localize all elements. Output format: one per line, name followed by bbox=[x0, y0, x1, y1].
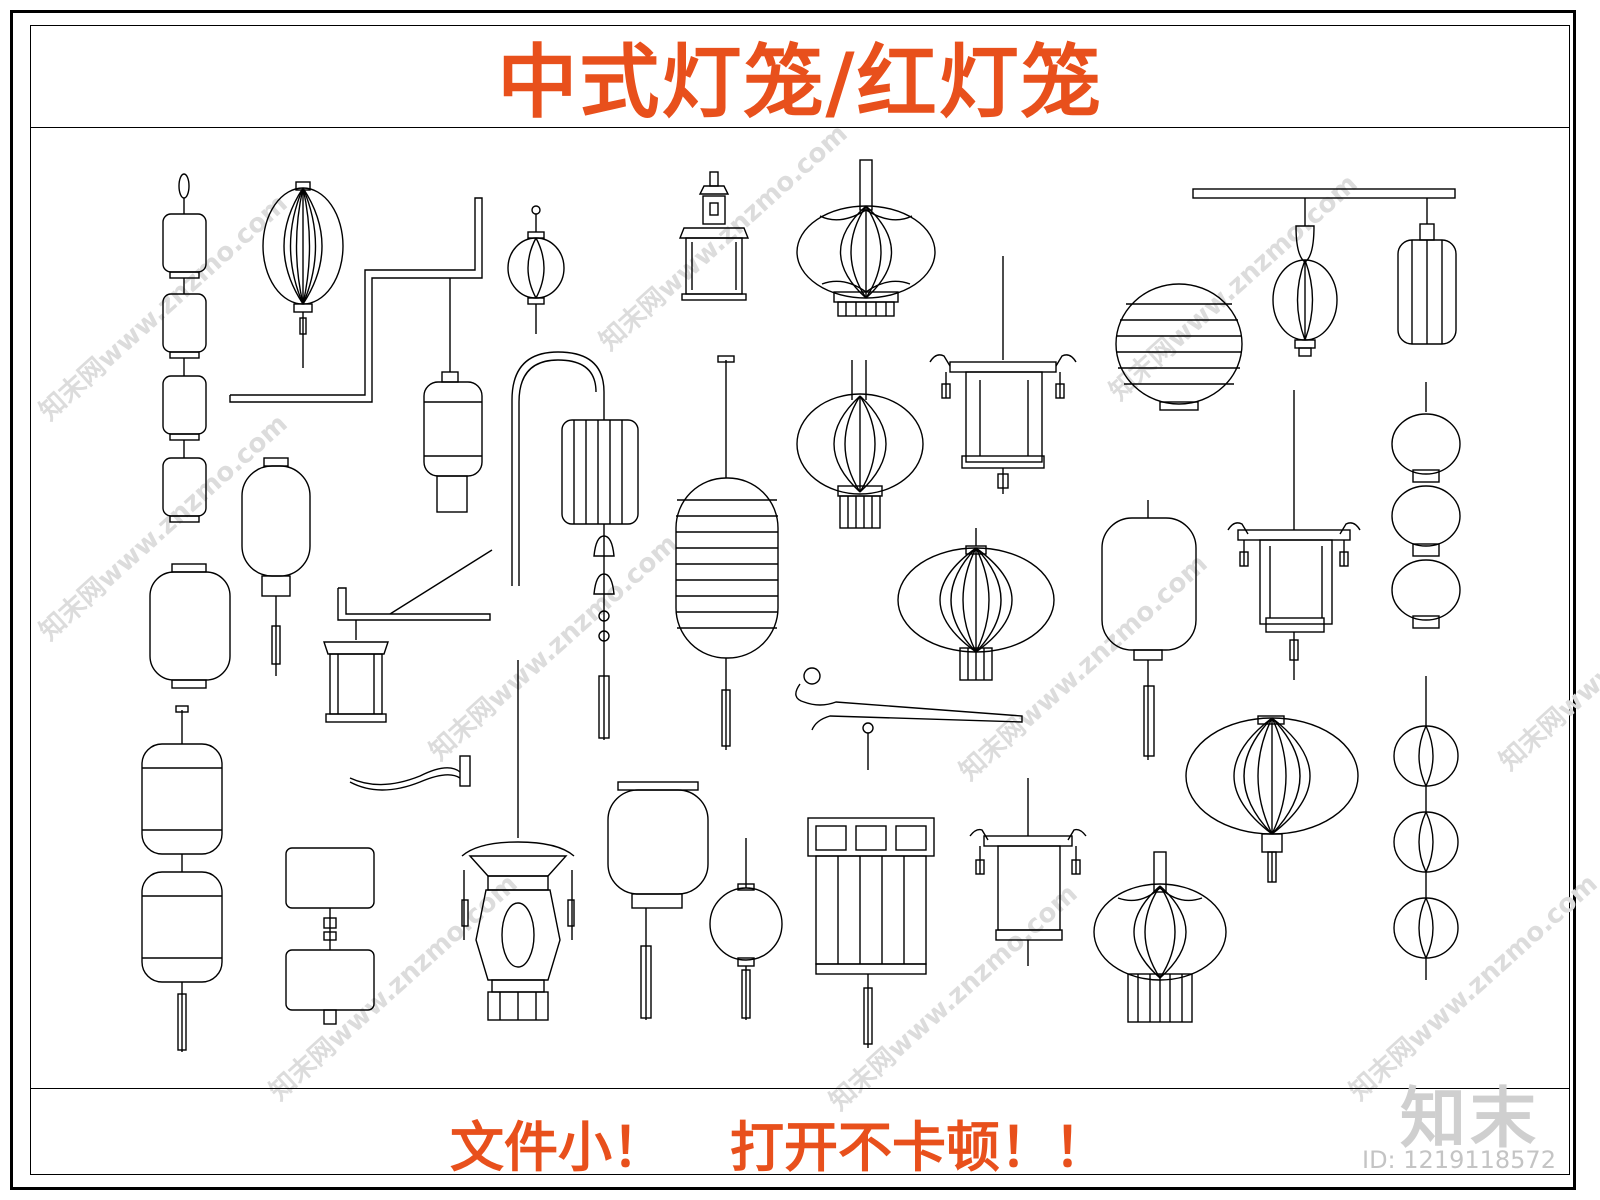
lantern-string-four bbox=[162, 173, 207, 523]
lantern-scroll-wall-bracket bbox=[795, 667, 1023, 770]
outer-border bbox=[10, 10, 1576, 1190]
lantern-wall-arm-box bbox=[323, 549, 493, 723]
lantern-tall-oval-tassel bbox=[241, 457, 311, 676]
lantern-ribbed-oval bbox=[262, 181, 344, 368]
footer-band: 文件小！ 打开不卡顿！！ bbox=[30, 1088, 1570, 1179]
lantern-rounded-tassel bbox=[607, 781, 709, 1020]
lantern-wall-bracket-z bbox=[229, 197, 483, 513]
lantern-screen-palace bbox=[807, 817, 935, 1048]
lantern-tall-cylinder-tassel bbox=[1101, 500, 1197, 760]
lantern-string-three-round bbox=[1391, 382, 1461, 629]
footer-slogan-left: 文件小！ bbox=[450, 1116, 666, 1179]
lantern-double-drum bbox=[285, 847, 375, 1025]
footer-slogan-right: 打开不卡顿！！ bbox=[730, 1116, 1108, 1179]
lantern-round-ribbed bbox=[897, 528, 1055, 681]
lantern-ornate-hexagonal bbox=[461, 660, 575, 1021]
lantern-striped-globe bbox=[1115, 283, 1243, 411]
lantern-large-round bbox=[1185, 715, 1359, 883]
title-band: 中式灯笼/红灯笼 bbox=[30, 25, 1570, 129]
lantern-crook-cage-bells bbox=[511, 351, 639, 740]
watermark-logo: 知末 bbox=[1400, 1080, 1540, 1157]
lantern-double-barrel bbox=[141, 705, 223, 1052]
lantern-lotus-tassel bbox=[796, 360, 924, 529]
lantern-ceiling-bar-pair bbox=[1192, 188, 1457, 357]
lantern-lotus-top bbox=[796, 159, 936, 317]
lantern-tall-paper bbox=[675, 355, 779, 750]
lantern-small-round bbox=[507, 205, 565, 334]
lantern-plain-rounded bbox=[149, 563, 231, 689]
lantern-palace-small bbox=[678, 171, 750, 301]
lantern-palace-dragon bbox=[929, 256, 1077, 494]
lantern-lotus-bottom bbox=[1093, 851, 1227, 1023]
watermark-id: ID: 1219118572 bbox=[1362, 1146, 1556, 1174]
lantern-palace-dragon-2 bbox=[1227, 390, 1361, 680]
inner-border bbox=[30, 25, 1570, 1175]
lantern-wavy-hook bbox=[349, 755, 471, 791]
page-title: 中式灯笼/红灯笼 bbox=[497, 36, 1103, 129]
lantern-palace-small-bottom bbox=[969, 778, 1087, 966]
lantern-small-round-tassel bbox=[709, 838, 783, 1020]
lantern-string-three-ribbed bbox=[1393, 676, 1459, 980]
